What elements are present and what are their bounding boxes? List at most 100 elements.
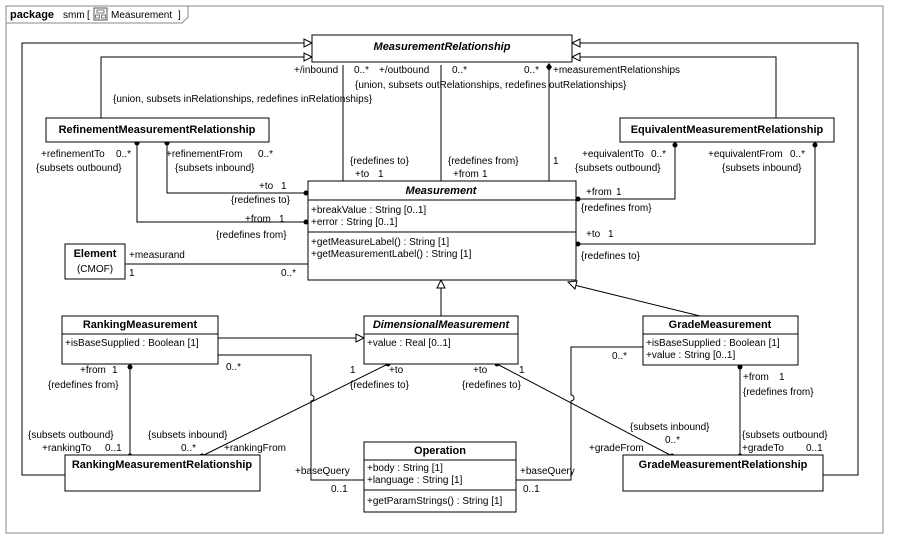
multiplicity-label: 0..* xyxy=(665,435,680,446)
class-measurement[interactable]: Measurement +breakValue : String [0..1] … xyxy=(307,180,577,281)
constraint-label: {redefines from} xyxy=(216,230,287,241)
multiplicity-label: 0..* xyxy=(281,268,296,279)
class-grade-measurement[interactable]: GradeMeasurement +isBaseSupplied : Boole… xyxy=(642,315,799,366)
class-refinement-measurement-relationship[interactable]: RefinementMeasurementRelationship xyxy=(45,117,270,143)
role-label: +rankingFrom xyxy=(224,443,286,454)
constraint-label: {subsets outbound} xyxy=(742,430,828,441)
class-element[interactable]: Element (CMOF) xyxy=(64,243,126,280)
role-label: +/inbound xyxy=(294,65,338,76)
multiplicity-label: 0..* xyxy=(226,362,241,373)
assoc-refinement-to xyxy=(136,143,308,223)
role-label: +equivalentFrom xyxy=(708,149,783,160)
multiplicity-label: 1 xyxy=(350,365,356,376)
multiplicity-label: 0..* xyxy=(116,149,131,160)
attribute: +isBaseSupplied : Boolean [1] xyxy=(646,338,780,349)
class-grade-measurement-relationship[interactable]: GradeMeasurementRelationship xyxy=(622,454,824,492)
class-name: Operation xyxy=(414,445,466,457)
role-label: +to xyxy=(259,181,274,192)
role-label: +from xyxy=(743,372,769,383)
gen-grade-to-measurement xyxy=(573,284,701,317)
role-label: +from xyxy=(453,169,479,180)
attribute: +value : String [0..1] xyxy=(646,350,735,361)
role-label: +baseQuery xyxy=(520,466,575,477)
gen-grade-to-mr xyxy=(572,42,859,476)
class-name: Measurement xyxy=(406,185,478,197)
frame-bracket-close: ] xyxy=(178,10,181,21)
class-ranking-measurement[interactable]: RankingMeasurement +isBaseSupplied : Boo… xyxy=(61,315,219,365)
multiplicity-label: 0..* xyxy=(354,65,369,76)
attribute: +isBaseSupplied : Boolean [1] xyxy=(65,338,199,349)
frame-tab xyxy=(6,6,189,24)
constraint-label: {redefines from} xyxy=(743,387,814,398)
role-label: +to xyxy=(389,365,404,376)
multiplicity-label: 1 xyxy=(616,187,622,198)
class-dimensional-measurement[interactable]: DimensionalMeasurement +value : Real [0.… xyxy=(363,315,519,365)
constraint-label: {redefines to} xyxy=(350,156,410,167)
role-label: +measurementRelationships xyxy=(553,65,680,76)
frame-diagram-name: Measurement xyxy=(111,10,172,21)
operation: +getParamStrings() : String [1] xyxy=(367,496,503,507)
multiplicity-label: 0..1 xyxy=(331,484,348,495)
class-measurement-relationship[interactable]: MeasurementRelationship xyxy=(311,34,573,63)
class-operation[interactable]: Operation +body : String [1] +language :… xyxy=(363,441,517,513)
constraint-label: {redefines from} xyxy=(48,380,119,391)
gen-ranking-to-mr xyxy=(21,42,312,476)
class-name: GradeMeasurementRelationship xyxy=(639,459,808,471)
class-equivalent-measurement-relationship[interactable]: EquivalentMeasurementRelationship xyxy=(619,117,835,143)
constraint-label: {subsets inbound} xyxy=(175,163,255,174)
gen-refinement-to-mr xyxy=(100,56,312,122)
class-name: RefinementMeasurementRelationship xyxy=(59,124,256,136)
multiplicity-label: 0..* xyxy=(452,65,467,76)
class-diagram-icon xyxy=(93,7,108,21)
multiplicity-label: 1 xyxy=(112,365,118,376)
multiplicity-label: 1 xyxy=(482,169,488,180)
class-ranking-measurement-relationship[interactable]: RankingMeasurementRelationship xyxy=(64,454,261,492)
role-label: +gradeTo xyxy=(742,443,784,454)
attribute: +body : String [1] xyxy=(367,463,443,474)
role-label: +from xyxy=(586,187,612,198)
class-name: RankingMeasurementRelationship xyxy=(72,459,253,471)
role-label: +refinementFrom xyxy=(166,149,242,160)
constraint-label: {subsets outbound} xyxy=(36,163,122,174)
class-name: MeasurementRelationship xyxy=(374,41,511,53)
role-label: +to xyxy=(473,365,488,376)
role-label: +/outbound xyxy=(379,65,429,76)
frame-keyword: package xyxy=(10,9,54,21)
role-label: +from xyxy=(80,365,106,376)
constraint-label: {redefines to} xyxy=(231,195,291,206)
multiplicity-label: 0..* xyxy=(258,149,273,160)
multiplicity-label: 1 xyxy=(129,268,135,279)
constraint-label: {redefines from} xyxy=(581,203,652,214)
role-label: +gradeFrom xyxy=(589,443,644,454)
assoc-base-query-left xyxy=(218,354,364,481)
multiplicity-label: 1 xyxy=(281,181,287,192)
assoc-grade-dm xyxy=(496,363,673,457)
attribute: +value : Real [0..1] xyxy=(367,338,451,349)
role-label: +to xyxy=(355,169,370,180)
multiplicity-label: 0..1 xyxy=(523,484,540,495)
association-labels: +/inbound 0..* +/outbound 0..* 0..* +mea… xyxy=(28,65,828,495)
class-stereotype: (CMOF) xyxy=(77,264,113,275)
multiplicity-label: 0..* xyxy=(524,65,539,76)
constraint-label: {redefines to} xyxy=(581,251,641,262)
assoc-base-query-right xyxy=(516,346,643,481)
role-label: +refinementTo xyxy=(41,149,105,160)
role-label: +baseQuery xyxy=(295,466,350,477)
constraint-label: {union, subsets inRelationships, redefin… xyxy=(113,94,373,105)
multiplicity-label: 0..1 xyxy=(806,443,823,454)
constraint-label: {subsets inbound} xyxy=(630,422,710,433)
constraint-label: {union, subsets outRelationships, redefi… xyxy=(355,80,627,91)
gen-equivalent-to-mr xyxy=(572,56,777,120)
role-label: +equivalentTo xyxy=(582,149,644,160)
class-name: GradeMeasurement xyxy=(669,319,772,331)
attribute: +breakValue : String [0..1] xyxy=(311,205,426,216)
frame-package-name: smm xyxy=(63,10,85,21)
attribute: +language : String [1] xyxy=(367,475,463,486)
constraint-label: {subsets inbound} xyxy=(148,430,228,441)
constraint-label: {redefines to} xyxy=(462,380,522,391)
constraint-label: {redefines from} xyxy=(448,156,519,167)
frame-bracket-open: [ xyxy=(87,10,90,21)
operation: +getMeasurementLabel() : String [1] xyxy=(311,249,472,260)
constraint-label: {subsets outbound} xyxy=(575,163,661,174)
class-name: DimensionalMeasurement xyxy=(373,319,511,331)
